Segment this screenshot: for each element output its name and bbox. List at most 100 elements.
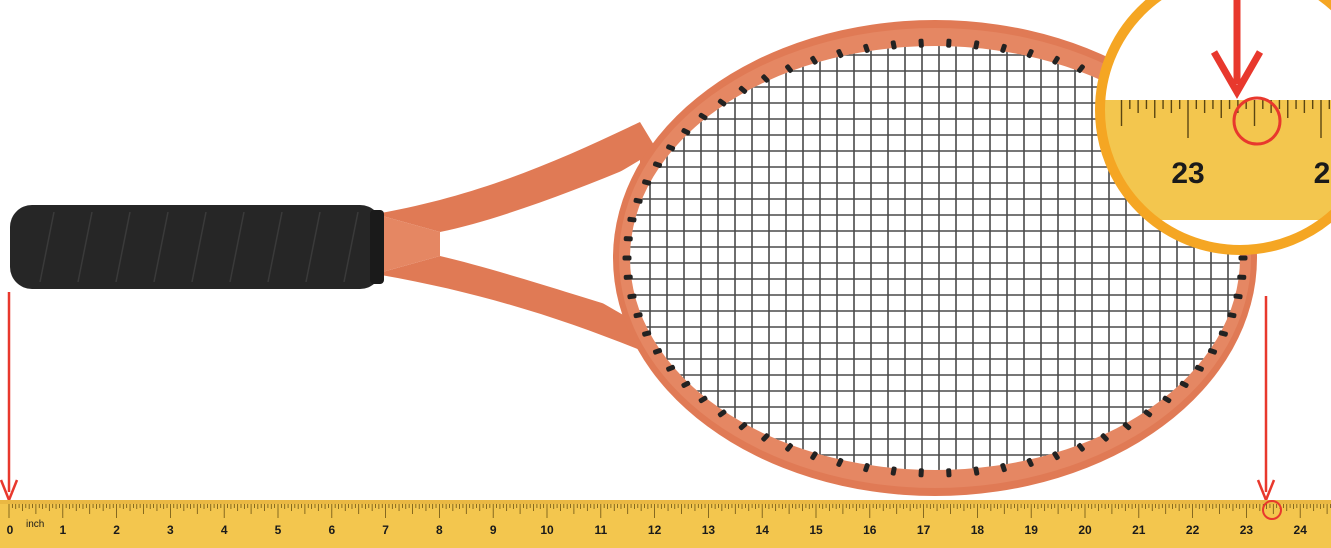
grommet bbox=[717, 409, 727, 418]
ruler-number: 12 bbox=[648, 523, 662, 537]
grommet bbox=[717, 98, 727, 107]
grommet bbox=[633, 197, 643, 204]
grommet bbox=[1100, 433, 1109, 442]
ruler-number: 13 bbox=[702, 523, 716, 537]
magnified-label-24-partial: 2 bbox=[1314, 157, 1331, 190]
ruler-number: 15 bbox=[809, 523, 823, 537]
grommet bbox=[973, 40, 980, 50]
ruler-number: 8 bbox=[436, 523, 443, 537]
grommet bbox=[642, 330, 652, 337]
ruler-number: 21 bbox=[1132, 523, 1146, 537]
grommet bbox=[863, 43, 870, 53]
grommet bbox=[810, 451, 818, 461]
grip-wrap-line bbox=[153, 211, 169, 283]
grommet bbox=[1233, 293, 1243, 300]
grommet bbox=[1143, 409, 1153, 418]
magnifier-ring bbox=[1095, 0, 1331, 255]
grommet bbox=[666, 364, 676, 372]
grommet bbox=[1077, 443, 1085, 452]
grip-wrap-lines bbox=[39, 211, 359, 283]
grommet bbox=[627, 216, 637, 223]
grommet bbox=[738, 422, 748, 431]
ruler-number: 1 bbox=[59, 523, 66, 537]
grommet bbox=[761, 433, 770, 442]
ruler-number: 19 bbox=[1025, 523, 1039, 537]
racket-throat-lower bbox=[375, 256, 652, 350]
ruler-number: 22 bbox=[1186, 523, 1200, 537]
tennis-racket bbox=[10, 20, 1257, 496]
grommet bbox=[652, 348, 663, 355]
grommet bbox=[973, 466, 980, 476]
ruler-number: 9 bbox=[490, 523, 497, 537]
measurement-marker-circle bbox=[1262, 500, 1282, 520]
grommet bbox=[698, 112, 708, 121]
ruler-number: 24 bbox=[1294, 523, 1308, 537]
grommet bbox=[1052, 55, 1060, 65]
magnifier: 23 2 bbox=[1095, 0, 1331, 255]
ruler-number: 2 bbox=[113, 523, 120, 537]
grommet bbox=[1237, 274, 1247, 280]
grip-wrap-line bbox=[267, 211, 283, 283]
grommet bbox=[633, 312, 643, 319]
grip-wrap-line bbox=[115, 211, 131, 283]
grommet bbox=[890, 466, 897, 476]
grommet bbox=[666, 144, 676, 152]
grommet bbox=[1238, 255, 1248, 261]
ruler-number: 20 bbox=[1078, 523, 1092, 537]
grip-wrap-line bbox=[39, 211, 55, 283]
grommet bbox=[1194, 364, 1204, 372]
racket-throat-bridge bbox=[440, 160, 640, 325]
grommet bbox=[918, 38, 924, 48]
grommet bbox=[623, 236, 633, 242]
magnified-marker-circle bbox=[1232, 96, 1282, 146]
grommet bbox=[681, 380, 691, 388]
grommet bbox=[761, 74, 770, 83]
grommet bbox=[698, 395, 708, 404]
grommet bbox=[738, 85, 748, 94]
grommet bbox=[652, 161, 663, 168]
ruler-number: 7 bbox=[382, 523, 389, 537]
grip-wrap-line bbox=[77, 211, 93, 283]
ruler-number: 6 bbox=[328, 523, 335, 537]
grommet bbox=[1179, 380, 1189, 388]
magnified-label-23: 23 bbox=[1171, 157, 1204, 190]
grommet bbox=[1122, 422, 1132, 431]
grommet bbox=[1227, 312, 1237, 319]
measure-arrow-start bbox=[0, 292, 19, 504]
grommet bbox=[785, 443, 793, 452]
grommet bbox=[1026, 49, 1034, 59]
ruler-body bbox=[0, 500, 1331, 548]
grommet bbox=[863, 463, 870, 473]
grommet bbox=[1207, 348, 1218, 355]
ruler-number: 3 bbox=[167, 523, 174, 537]
grommet bbox=[810, 55, 818, 65]
grommet bbox=[1218, 330, 1228, 337]
racket-grip bbox=[10, 205, 382, 289]
magnified-ruler-ticks bbox=[1120, 100, 1331, 138]
ruler-number: 0 bbox=[7, 523, 14, 537]
grommet bbox=[918, 468, 924, 478]
ruler-unit-label: inch bbox=[26, 519, 44, 530]
grommet bbox=[627, 293, 637, 300]
grommet bbox=[836, 49, 844, 59]
racket-grommets bbox=[622, 38, 1248, 478]
ruler-number: 11 bbox=[594, 523, 607, 537]
grip-wrap-line bbox=[229, 211, 245, 283]
ruler-number: 17 bbox=[917, 523, 931, 537]
grommet bbox=[642, 179, 652, 186]
grommet bbox=[1052, 451, 1060, 461]
grommet bbox=[785, 64, 793, 73]
ruler-ticks bbox=[8, 504, 1331, 518]
ruler-number: 18 bbox=[971, 523, 985, 537]
grommet bbox=[1000, 43, 1007, 53]
ruler-number: 4 bbox=[221, 523, 228, 537]
grommet bbox=[836, 457, 844, 467]
grip-wrap-line bbox=[343, 211, 359, 283]
grommet bbox=[681, 128, 691, 136]
grommet bbox=[890, 40, 897, 50]
measure-arrow-end bbox=[1256, 296, 1276, 504]
grip-wrap-line bbox=[305, 211, 321, 283]
